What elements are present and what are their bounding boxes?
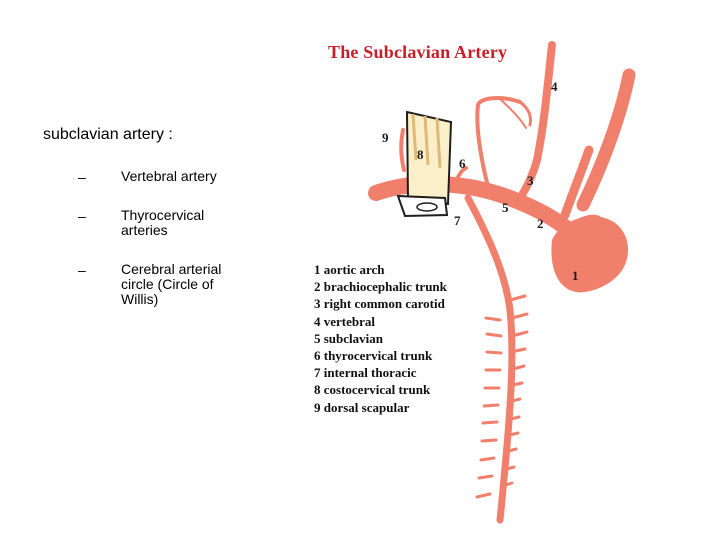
legend-item: 2 brachiocephalic trunk: [314, 279, 447, 295]
bullet-item: – Cerebral arterial circle (Circle of Wi…: [78, 262, 231, 307]
bullet-text: Thyrocervical arteries: [121, 207, 205, 238]
bullet-text: Cerebral arterial circle (Circle of Will…: [121, 261, 222, 307]
label-number-4: 4: [551, 79, 558, 94]
legend-item: 3 right common carotid: [314, 296, 445, 312]
legend-item: 9 dorsal scapular: [314, 399, 410, 415]
legend-item: 6 thyrocervical trunk: [314, 348, 433, 364]
legend-item: 7 internal thoracic: [314, 365, 417, 381]
slide-heading: subclavian artery :: [43, 126, 173, 143]
clavicle-sketch: [396, 110, 453, 218]
bullet-item: – Vertebral artery: [78, 168, 231, 186]
bullet-dash: –: [78, 208, 86, 224]
label-number-1: 1: [572, 268, 579, 283]
legend-item: 4 vertebral: [314, 313, 376, 329]
label-number-8: 8: [417, 147, 424, 162]
bullet-item: – Thyrocervical arteries: [78, 208, 231, 238]
label-number-5: 5: [502, 200, 509, 215]
label-number-3: 3: [527, 173, 534, 188]
figure-legend: 1 aortic arch 2 brachiocephalic trunk 3 …: [314, 261, 447, 416]
bullet-dash: –: [78, 169, 86, 185]
legend-item: 1 aortic arch: [314, 262, 385, 277]
legend-item: 5 subclavian: [314, 330, 383, 346]
bullet-text: Vertebral artery: [121, 168, 217, 184]
label-number-9: 9: [382, 130, 389, 145]
legend-item: 8 costocervical trunk: [314, 382, 431, 398]
label-number-2: 2: [537, 216, 544, 231]
label-number-6: 6: [459, 156, 466, 171]
label-number-7: 7: [454, 213, 461, 228]
bullet-dash: –: [78, 262, 86, 278]
figure-title: The Subclavian Artery: [328, 42, 508, 62]
